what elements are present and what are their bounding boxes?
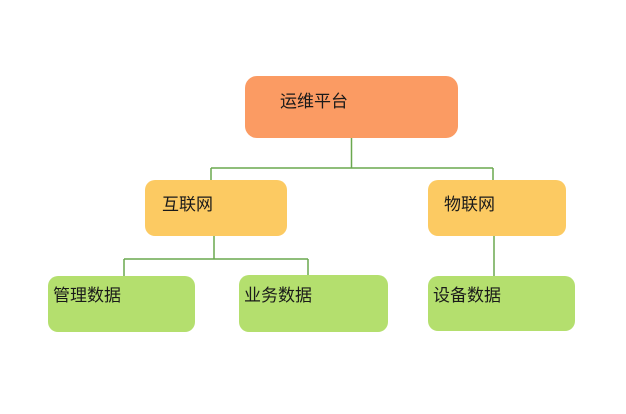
- node-iot-label: 物联网: [444, 195, 495, 214]
- node-iot[interactable]: 物联网: [428, 180, 566, 236]
- node-internet-label: 互联网: [162, 195, 213, 214]
- node-device-data[interactable]: 设备数据: [428, 276, 575, 331]
- node-management-data[interactable]: 管理数据: [48, 276, 195, 332]
- connector-root-to-level2: [210, 138, 494, 180]
- node-business-data[interactable]: 业务数据: [239, 275, 388, 332]
- node-ops-platform[interactable]: 运维平台: [245, 76, 458, 138]
- node-internet[interactable]: 互联网: [145, 180, 287, 236]
- node-device-data-label: 设备数据: [433, 286, 501, 305]
- node-ops-platform-label: 运维平台: [280, 92, 348, 111]
- node-business-data-label: 业务数据: [244, 286, 312, 305]
- node-management-data-label: 管理数据: [53, 286, 121, 305]
- connector-internet-to-children: [123, 236, 309, 276]
